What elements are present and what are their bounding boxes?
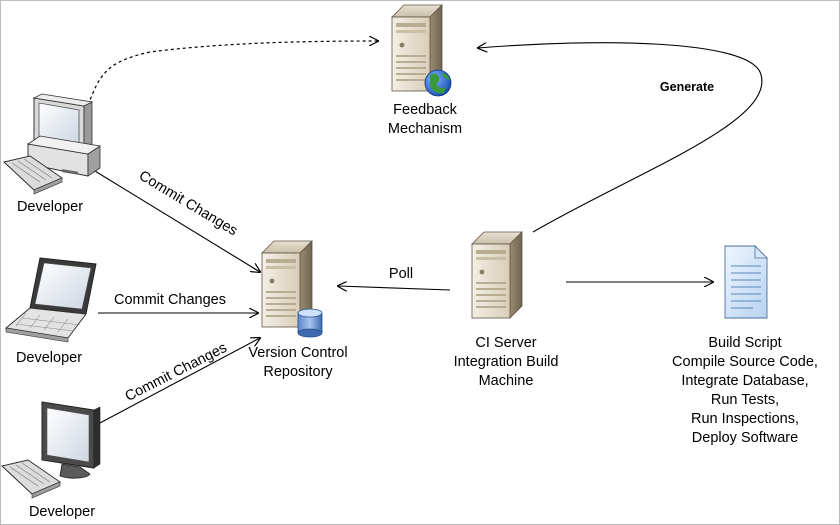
poll-arrow [338, 286, 451, 290]
poll-label: Poll [389, 266, 413, 282]
repository-server-icon [261, 240, 323, 338]
commit-arrow-3 [97, 338, 260, 425]
developer-label-3: Developer [28, 504, 96, 520]
developer-label-2: Developer [15, 350, 83, 366]
document-icon [724, 245, 768, 319]
feedback-server-icon [391, 4, 452, 97]
build-script-line-3: Integrate Database, [681, 373, 809, 389]
feedback-label: Feedback Mechanism [365, 101, 485, 139]
build-script-line-1: Build Script [708, 335, 782, 351]
ci-server-label-line-3: Machine [478, 373, 534, 389]
repository-label-line-2: Repository [263, 364, 333, 380]
generate-label: Generate [660, 80, 714, 94]
dashed-feedback-arrow [87, 41, 378, 106]
monitor-computer-icon [0, 401, 101, 499]
developer-label-1: Developer [16, 199, 84, 215]
build-script-line-6: Deploy Software [691, 430, 799, 446]
database-icon [297, 308, 323, 338]
commit-label-2: Commit Changes [114, 292, 226, 308]
ci-server-label-line-2: Integration Build [453, 354, 559, 370]
laptop-icon [4, 257, 97, 343]
repository-label: Version Control Repository [228, 344, 368, 382]
build-script-line-4: Run Tests, [710, 392, 780, 408]
repository-label-line-1: Version Control [248, 345, 348, 361]
commit-arrow-1 [89, 167, 260, 272]
generate-arrow [478, 42, 763, 233]
build-script-line-2: Compile Source Code, [672, 354, 818, 370]
build-script-line-5: Run Inspections, [690, 411, 799, 427]
build-script-label: Build Script Compile Source Code, Integr… [655, 334, 835, 448]
ci-server-label-line-1: CI Server [475, 335, 537, 351]
feedback-label-line-2: Mechanism [387, 121, 463, 137]
ci-server-label: CI Server Integration Build Machine [436, 334, 576, 391]
commit-label-3: Commit Changes [123, 340, 230, 405]
desktop-computer-icon [2, 93, 102, 195]
feedback-label-line-1: Feedback [393, 102, 457, 118]
ci-server-icon [471, 231, 523, 319]
